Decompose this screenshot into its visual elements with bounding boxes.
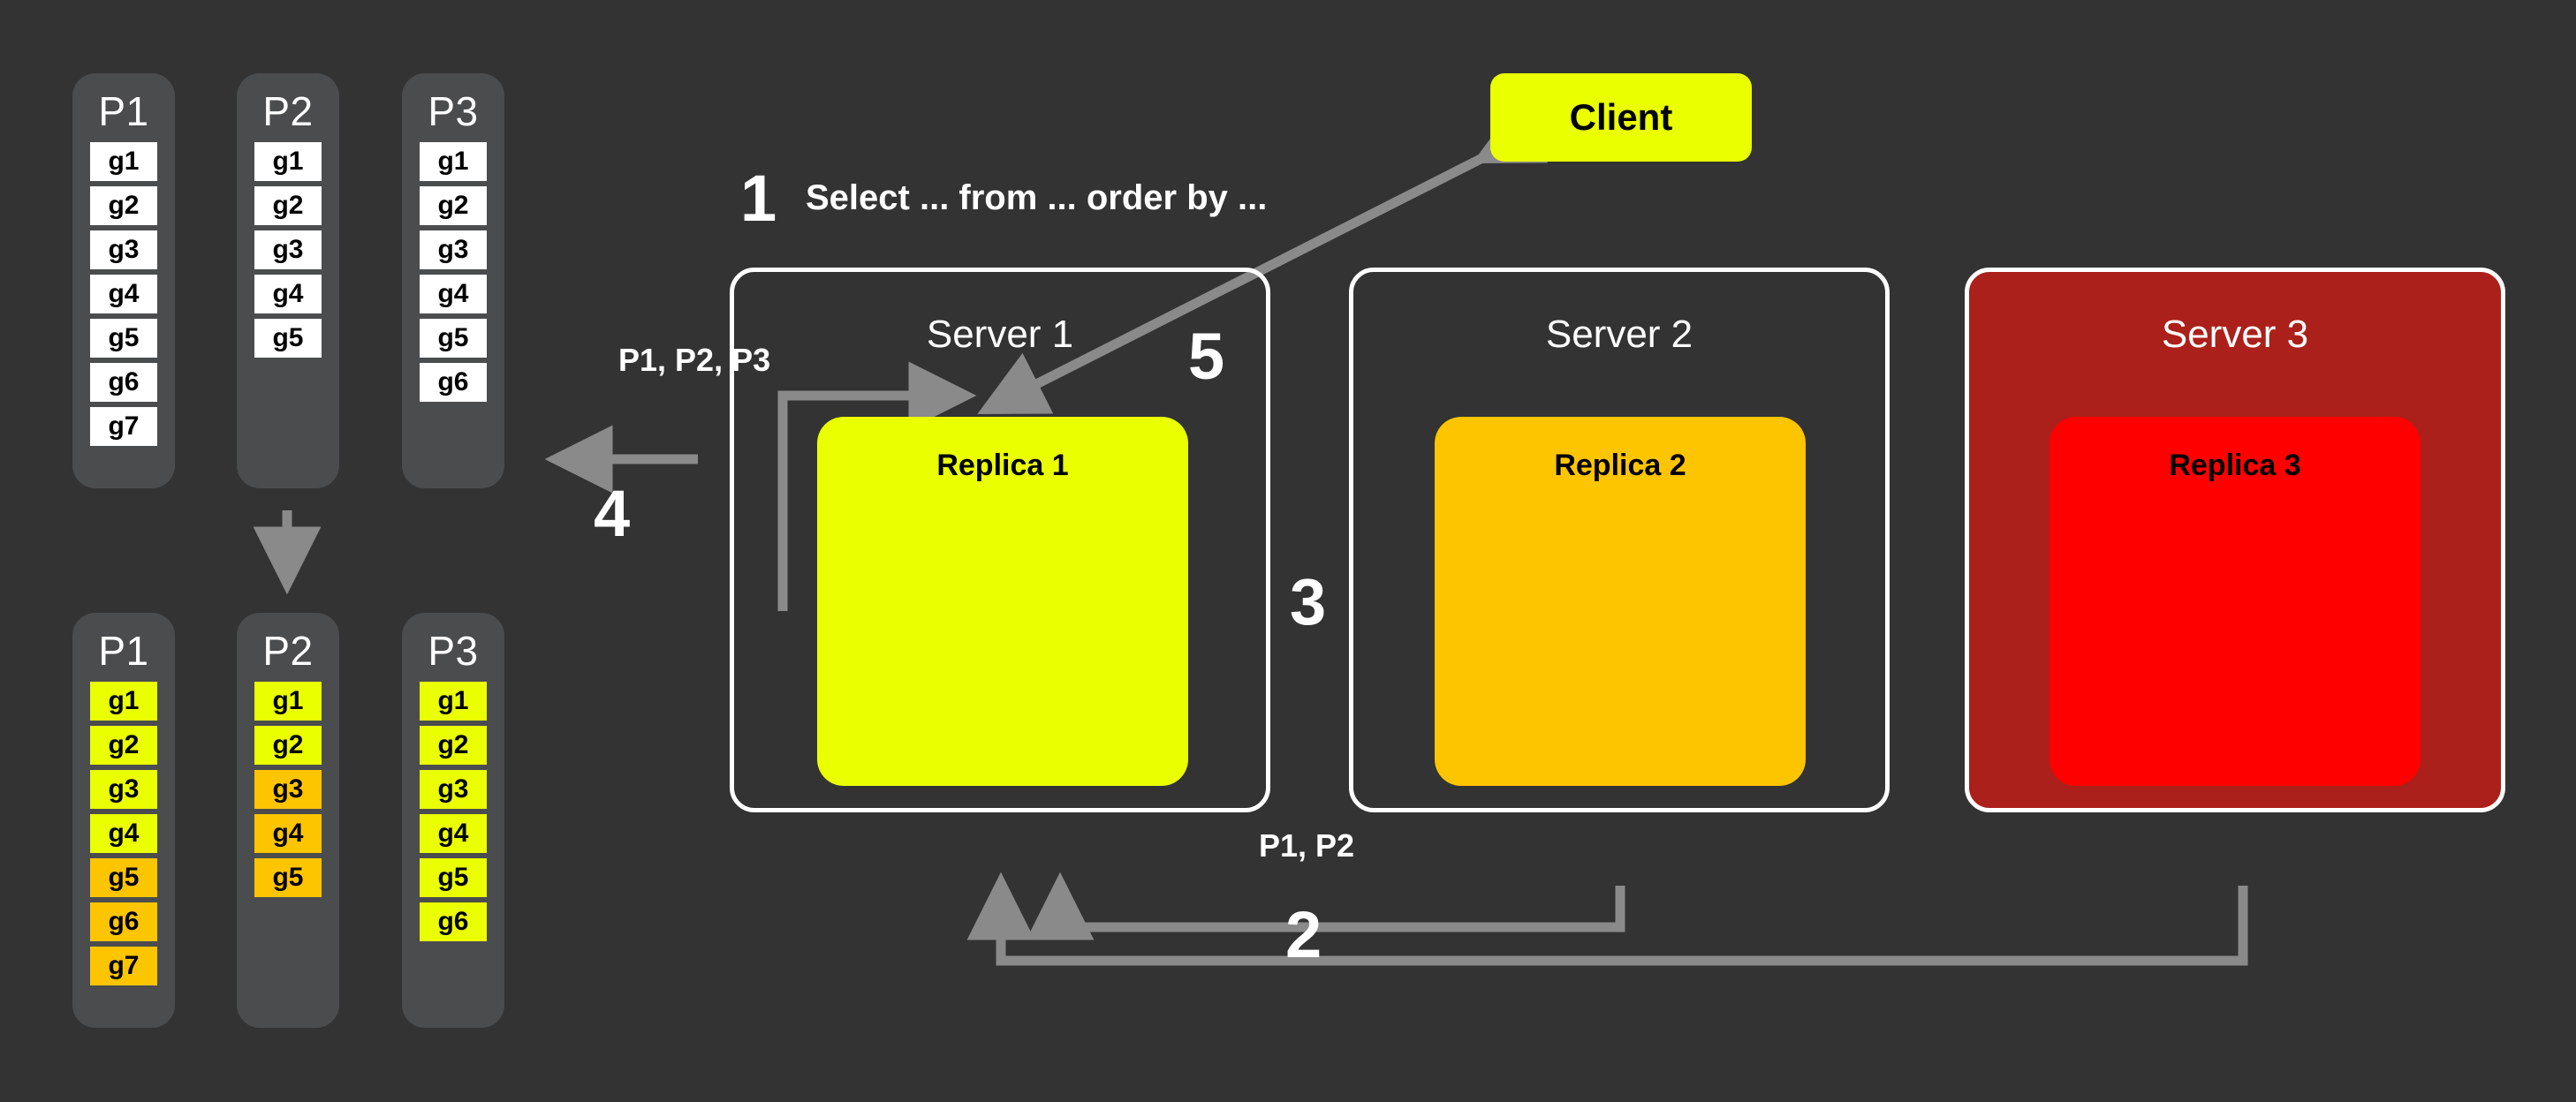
server-1-box[interactable]: Server 1 xyxy=(730,268,1270,812)
client-node[interactable]: Client xyxy=(1490,73,1752,162)
server-title: Server 2 xyxy=(1545,313,1693,356)
partition-cells: g1 g2 g3 g4 g5 g6 g7 xyxy=(90,682,157,991)
server-2-box[interactable]: Server 2 xyxy=(1349,268,1890,812)
partition-cell: g5 xyxy=(420,319,487,358)
partition-cell: g2 xyxy=(90,726,157,765)
partition-cells: g1 g2 g3 g4 g5 xyxy=(254,142,322,363)
partition-title: P3 xyxy=(428,88,479,134)
partition-cells: g1 g2 g3 g4 g5 g6 xyxy=(420,142,487,407)
server-title: Server 3 xyxy=(2161,313,2309,356)
partition-cell: g2 xyxy=(254,726,322,765)
replica-1-node[interactable]: Replica 1 xyxy=(817,417,1188,786)
partition-cell: g1 xyxy=(90,142,157,181)
replica-label: Replica 2 xyxy=(1554,449,1686,482)
partition-cell: g1 xyxy=(420,682,487,721)
partitions-moved-label: P1, P2 xyxy=(1259,827,1355,864)
partition-cell: g6 xyxy=(420,363,487,402)
replica-3-node[interactable]: Replica 3 xyxy=(2049,417,2421,786)
partition-cell: g4 xyxy=(90,814,157,853)
partition-title: P1 xyxy=(98,628,149,674)
partition-cell: g2 xyxy=(420,186,487,225)
partition-cell: g2 xyxy=(254,186,322,225)
partition-cells: g1 g2 g3 g4 g5 g6 xyxy=(420,682,487,947)
partition-cell: g2 xyxy=(90,186,157,225)
partition-title: P2 xyxy=(262,88,314,134)
partition-cells: g1 g2 g3 g4 g5 xyxy=(254,682,322,902)
partition-cell: g7 xyxy=(90,407,157,446)
step-5-number: 5 xyxy=(1188,320,1225,393)
step2-inner-transfer-arrow xyxy=(1026,872,1625,940)
partition-cell: g1 xyxy=(90,682,157,721)
partition-cell: g6 xyxy=(90,902,157,941)
partition-cell: g3 xyxy=(90,230,157,269)
replica-2-node[interactable]: Replica 2 xyxy=(1435,417,1806,786)
step-2-number: 2 xyxy=(1285,898,1322,971)
step2-outer-transfer-arrow xyxy=(966,872,2248,966)
partition-column-p1-before: P1 g1 g2 g3 g4 g5 g6 g7 xyxy=(72,73,175,488)
partition-cells: g1 g2 g3 g4 g5 g6 g7 xyxy=(90,142,157,451)
partition-cell: g1 xyxy=(420,142,487,181)
partition-cell: g3 xyxy=(254,230,322,269)
partition-cell: g4 xyxy=(90,275,157,313)
partition-title: P2 xyxy=(262,628,314,674)
partition-title: P3 xyxy=(428,628,479,674)
partition-cell: g5 xyxy=(90,858,157,897)
partition-column-p2-after: P2 g1 g2 g3 g4 g5 xyxy=(237,613,339,1028)
partition-column-p3-before: P3 g1 g2 g3 g4 g5 g6 xyxy=(402,73,504,488)
partition-cell: g1 xyxy=(254,142,322,181)
partition-column-p3-after: P3 g1 g2 g3 g4 g5 g6 xyxy=(402,613,504,1028)
partitions-returned-label: P1, P2, P3 xyxy=(618,342,771,378)
partition-cell: g3 xyxy=(420,230,487,269)
partition-cell: g2 xyxy=(420,726,487,765)
partition-cell: g4 xyxy=(254,275,322,313)
query-label: Select ... from ... order by ... xyxy=(806,178,1268,217)
partition-cell: g3 xyxy=(420,770,487,809)
partition-cell: g6 xyxy=(90,363,157,402)
partition-cell: g3 xyxy=(254,770,322,809)
partition-cell: g1 xyxy=(254,682,322,721)
replica-label: Replica 1 xyxy=(936,449,1069,482)
partition-cell: g7 xyxy=(90,947,157,985)
partition-title: P1 xyxy=(98,88,149,134)
client-label: Client xyxy=(1569,96,1673,138)
partition-cell: g4 xyxy=(420,814,487,853)
partition-cell: g5 xyxy=(90,319,157,358)
step-4-number: 4 xyxy=(594,477,631,550)
partition-cell: g5 xyxy=(254,858,322,897)
partition-column-p1-after: P1 g1 g2 g3 g4 g5 g6 g7 xyxy=(72,613,175,1028)
partition-column-p2-before: P2 g1 g2 g3 g4 g5 xyxy=(237,73,339,488)
step-3-number: 3 xyxy=(1290,565,1327,638)
partition-cell: g5 xyxy=(420,858,487,897)
step-1-number: 1 xyxy=(740,162,777,235)
partition-cell: g6 xyxy=(420,902,487,941)
partition-cell: g4 xyxy=(254,814,322,853)
partition-cell: g4 xyxy=(420,275,487,313)
replica-label: Replica 3 xyxy=(2169,449,2301,482)
partition-cell: g3 xyxy=(90,770,157,809)
server-title: Server 1 xyxy=(926,313,1074,356)
partition-cell: g5 xyxy=(254,319,322,358)
